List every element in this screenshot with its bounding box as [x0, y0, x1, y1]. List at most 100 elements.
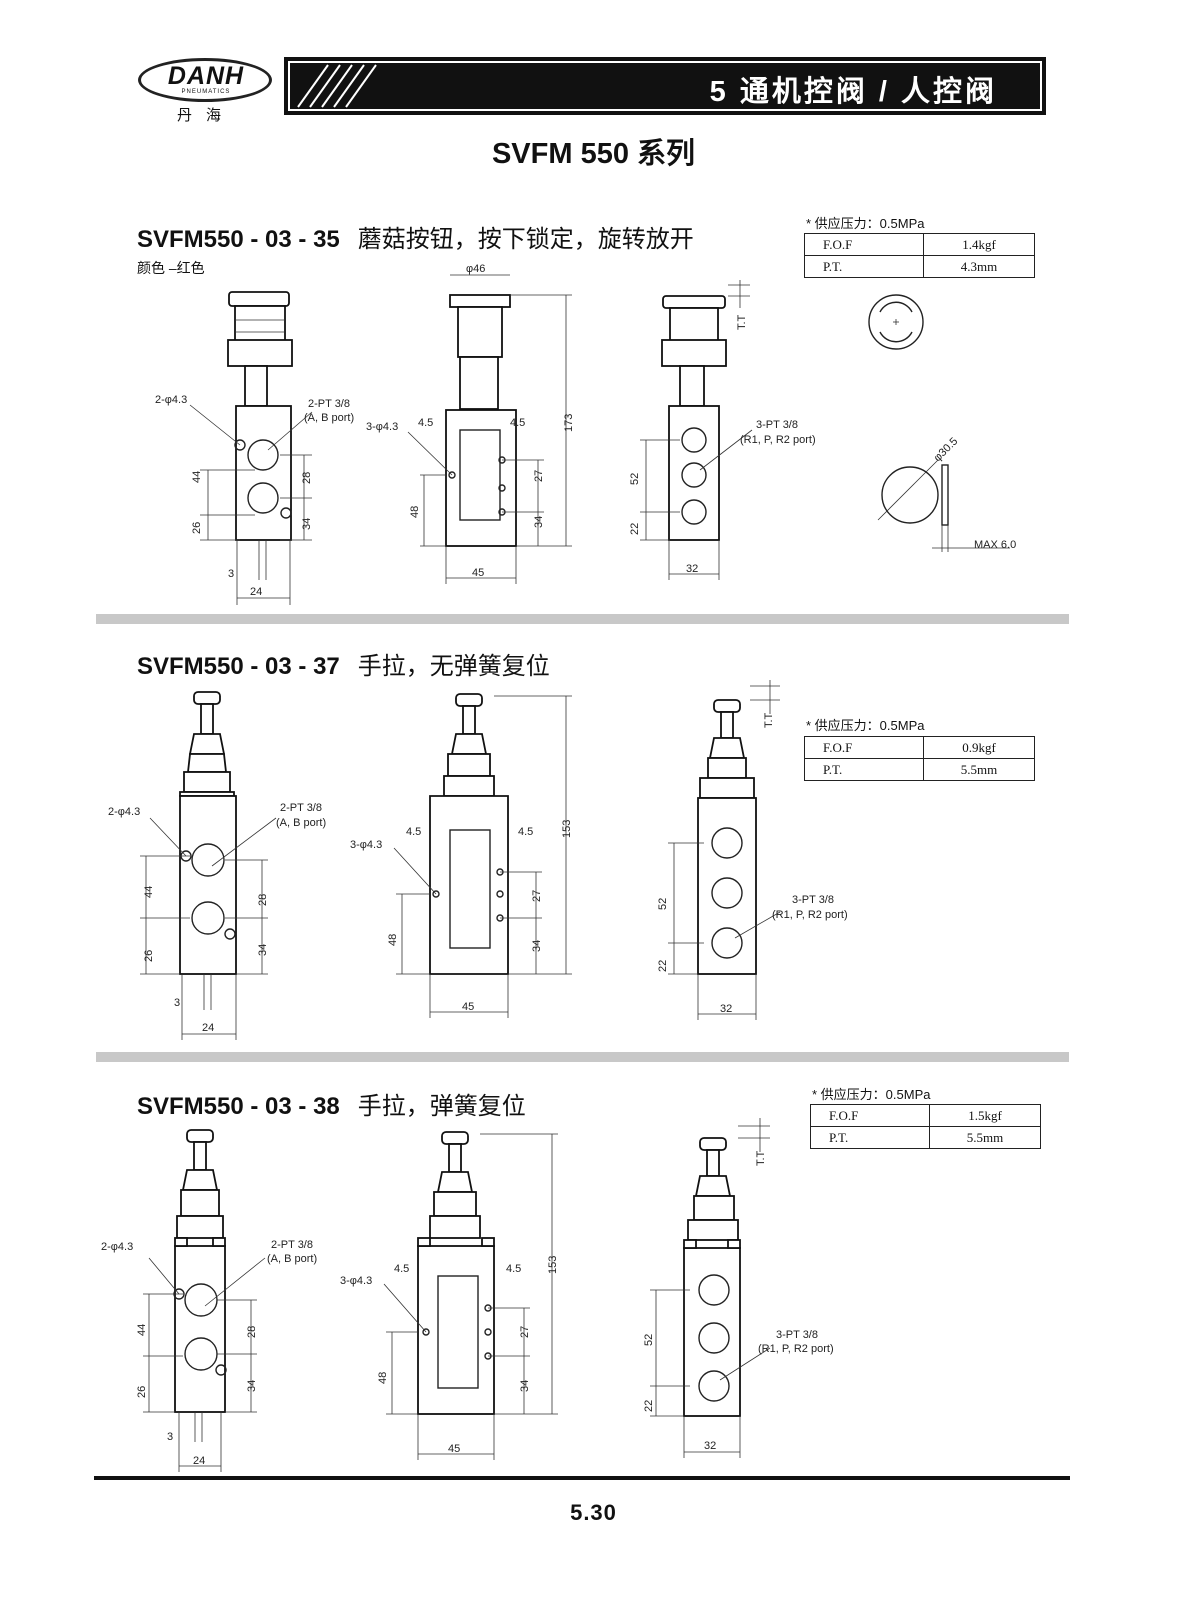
- dim-label: (R1, P, R2 port): [758, 1343, 834, 1355]
- section-2-description: 手拉，无弹簧复位: [357, 652, 550, 680]
- dim-label: 3: [174, 997, 180, 1009]
- dim-label: 26: [143, 950, 155, 962]
- dim-label: 44: [191, 471, 203, 483]
- dim-label: 34: [301, 518, 313, 530]
- section-1-side-view: φ46 3-φ4.3 4.5 4.5 173 27 48 34 45: [366, 263, 575, 584]
- section-3-spec-head: * 供应压力：0.5MPa: [812, 1087, 931, 1102]
- dim-label: 32: [686, 563, 698, 575]
- dim-label: 28: [257, 894, 269, 906]
- dim-label: 27: [519, 1326, 531, 1338]
- dim-label: 4.5: [418, 417, 433, 429]
- dim-label: 4.5: [506, 1263, 521, 1275]
- dim-label: 52: [657, 898, 669, 910]
- spec-value: 5.5mm: [923, 758, 1035, 781]
- dim-label: (R1, P, R2 port): [740, 434, 816, 446]
- dim-label: φ46: [466, 263, 485, 275]
- spec-label: F.O.F: [804, 736, 924, 759]
- section-1-front-view: 2-φ4.3 2-PT 3/8 (A, B port) 44 26 28 34 …: [155, 291, 354, 605]
- spec-value: 0.9kgf: [923, 736, 1035, 759]
- panel-cutout-circle: [881, 466, 939, 524]
- spec-label: P.T.: [810, 1126, 930, 1149]
- series-title: SVFM 550 系列: [491, 138, 696, 170]
- dim-label: (A, B port): [276, 817, 326, 829]
- logo-wordmark: DANH: [167, 62, 245, 90]
- dim-label: 3-PT 3/8: [756, 419, 798, 431]
- dim-label: MAX 6.0: [974, 539, 1016, 551]
- dim-label: 3-PT 3/8: [776, 1329, 818, 1341]
- dim-label: 34: [531, 940, 543, 952]
- section-3-back-view: T.T 3-PT 3/8 (R1, P, R2 port) 52 22 32: [643, 1118, 834, 1458]
- dim-label: 4.5: [518, 826, 533, 838]
- dim-label: 24: [202, 1022, 214, 1034]
- dim-label: 22: [643, 1400, 655, 1412]
- dim-label: 22: [629, 523, 641, 535]
- spec-label: P.T.: [804, 255, 924, 278]
- spec-label: F.O.F: [804, 233, 924, 256]
- dim-label: 2-φ4.3: [108, 806, 140, 818]
- dim-label: 44: [143, 886, 155, 898]
- dim-label: 34: [519, 1380, 531, 1392]
- chapter-title: 5 通机控阀 / 人控阀: [709, 76, 997, 108]
- dim-label: 153: [547, 1256, 559, 1274]
- section-1-detail: φ30.5 MAX 6.0: [868, 294, 1016, 552]
- spec-label: P.T.: [804, 758, 924, 781]
- dim-label: 52: [629, 473, 641, 485]
- dim-label: 3-φ4.3: [350, 839, 382, 851]
- dim-label: 45: [462, 1001, 474, 1013]
- section-3-side-view: 3-φ4.3 4.5 4.5 153 27 48 34 45: [340, 1131, 559, 1460]
- dim-label: 48: [409, 506, 421, 518]
- spec-value: 1.4kgf: [923, 233, 1035, 256]
- footer-rule: [94, 1476, 1070, 1480]
- section-separator: [96, 614, 1069, 624]
- dim-label: 27: [533, 470, 545, 482]
- logo-oval: [138, 58, 272, 102]
- section-2-front-view: 2-φ4.3 2-PT 3/8 (A, B port) 44 26 28 34 …: [108, 691, 326, 1040]
- logo-subtitle: PNEUMATICS: [181, 89, 231, 95]
- section-2-side-view: 3-φ4.3 4.5 4.5 153 27 48 34 45: [350, 693, 573, 1018]
- dim-label: 34: [246, 1380, 258, 1392]
- section-2-back-view: T.T 3-PT 3/8 (R1, P, R2 port) 52 22 32: [657, 680, 848, 1020]
- spec-row: P.T.5.5mm: [804, 758, 1035, 781]
- dim-label: 32: [704, 1440, 716, 1452]
- section-1-spec-head: * 供应压力：0.5MPa: [806, 216, 925, 231]
- dim-label: 22: [657, 960, 669, 972]
- logo-chinese: 丹海: [176, 107, 235, 124]
- dim-label: 52: [643, 1334, 655, 1346]
- section-3-description: 手拉，弹簧复位: [357, 1092, 526, 1120]
- dim-label: 3-φ4.3: [340, 1275, 372, 1287]
- dim-label: (A, B port): [304, 412, 354, 424]
- dim-label: 2-φ4.3: [101, 1241, 133, 1253]
- dim-label: 26: [136, 1386, 148, 1398]
- dim-label: 32: [720, 1003, 732, 1015]
- dim-label: 3-φ4.3: [366, 421, 398, 433]
- section-1-back-view: T.T 3-PT 3/8 (R1, P, R2 port) 52 22 32: [629, 280, 816, 580]
- dim-label: 48: [377, 1372, 389, 1384]
- dim-label: 2-PT 3/8: [280, 802, 322, 814]
- dim-label: 44: [136, 1324, 148, 1336]
- dim-label: T.T: [755, 1150, 767, 1166]
- section-3-model: SVFM550 - 03 - 38: [137, 1093, 340, 1120]
- section-2-model: SVFM550 - 03 - 37: [137, 653, 340, 680]
- dim-label: (A, B port): [267, 1253, 317, 1265]
- dim-label: 2-PT 3/8: [271, 1239, 313, 1251]
- spec-value: 4.3mm: [923, 255, 1035, 278]
- dim-label: 26: [191, 522, 203, 534]
- rotate-release-icon: [868, 294, 924, 350]
- dim-label: 2-φ4.3: [155, 394, 187, 406]
- dim-label: 3: [228, 568, 234, 580]
- spec-row: P.T.4.3mm: [804, 255, 1035, 278]
- dim-label: 173: [563, 414, 575, 432]
- dim-label: φ30.5: [932, 435, 961, 464]
- section-1-model: SVFM550 - 03 - 35: [137, 226, 340, 253]
- page-number: 5.30: [570, 1500, 617, 1525]
- dim-label: 3-PT 3/8: [792, 894, 834, 906]
- section-3-heading: SVFM550 - 03 - 38 手拉，弹簧复位: [137, 1086, 526, 1121]
- dim-label: (R1, P, R2 port): [772, 909, 848, 921]
- dim-label: 34: [533, 516, 545, 528]
